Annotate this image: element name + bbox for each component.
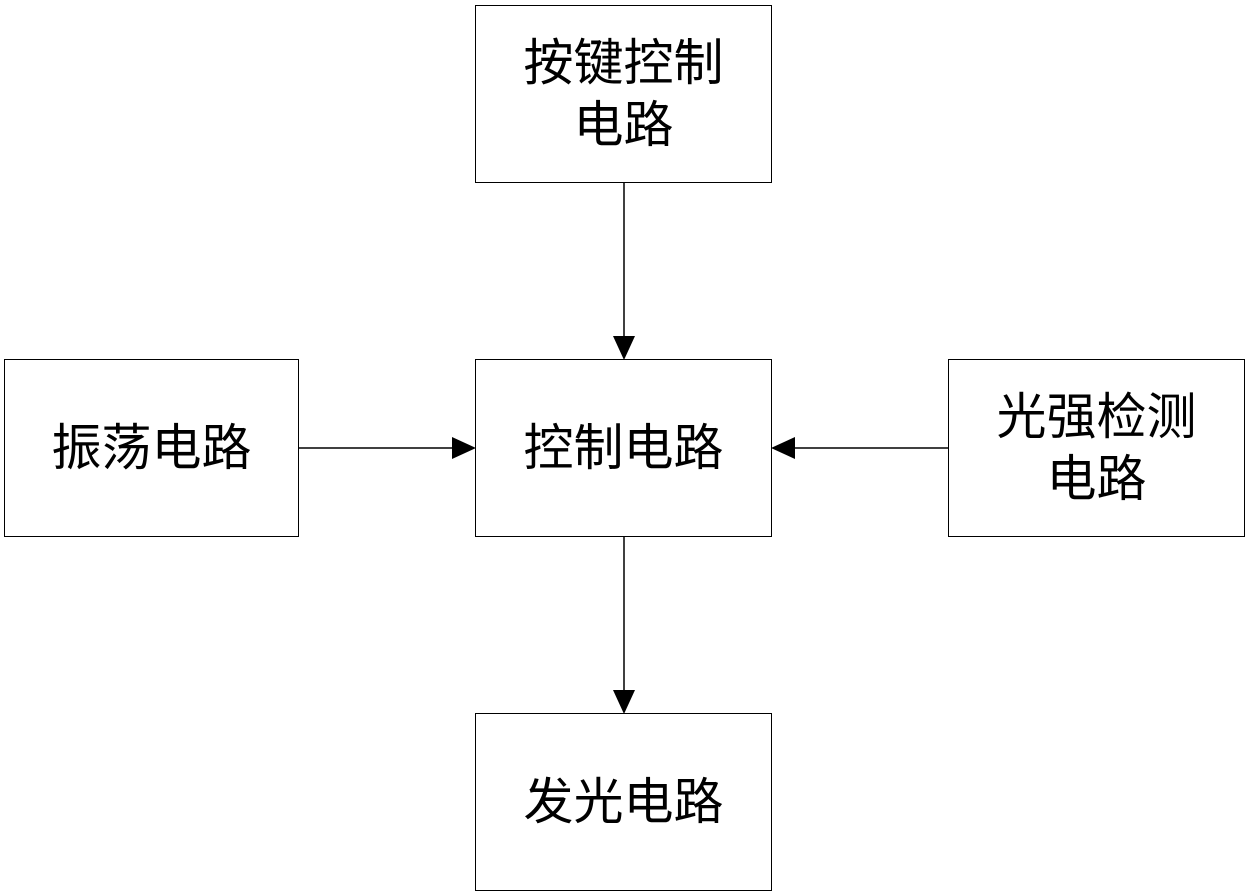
connector-lightdetect-to-control <box>771 437 948 459</box>
connector-key-to-control <box>613 182 635 360</box>
connector-control-to-emit <box>613 537 635 714</box>
control-circuit-block: 控制电路 <box>475 359 772 537</box>
connector-oscillator-to-control <box>298 437 476 459</box>
key-control-circuit-label-line-1: 按键控制 <box>524 32 724 94</box>
light-intensity-detection-label-line-1: 光强检测 <box>997 386 1197 448</box>
key-control-circuit-block: 按键控制 电路 <box>475 5 772 183</box>
oscillator-circuit-block: 振荡电路 <box>4 359 299 537</box>
control-circuit-label: 控制电路 <box>524 417 724 479</box>
light-intensity-detection-label-line-2: 电路 <box>1047 448 1147 510</box>
key-control-circuit-label-line-2: 电路 <box>574 94 674 156</box>
light-emitting-circuit-label: 发光电路 <box>524 771 724 833</box>
light-intensity-detection-circuit-block: 光强检测 电路 <box>948 359 1245 537</box>
oscillator-circuit-label: 振荡电路 <box>52 417 252 479</box>
light-emitting-circuit-block: 发光电路 <box>475 713 772 891</box>
